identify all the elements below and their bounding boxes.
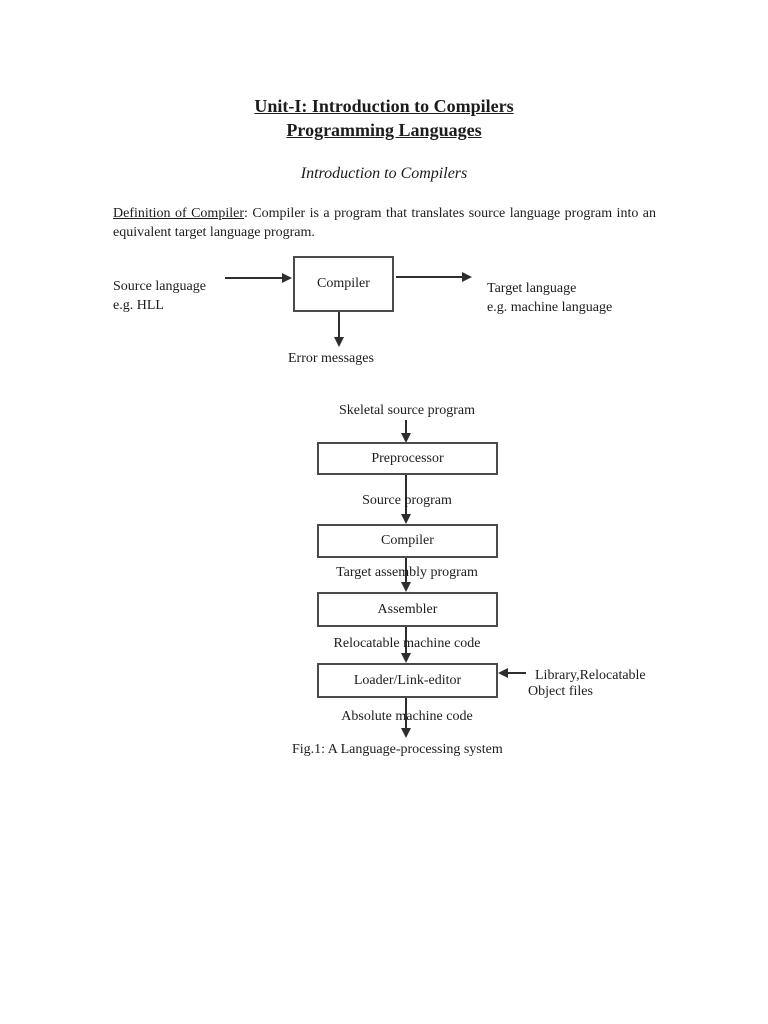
error-arrowhead-icon bbox=[334, 337, 344, 347]
definition-term: Definition of Compiler bbox=[113, 206, 244, 221]
flow-box-preprocessor: Preprocessor bbox=[317, 442, 498, 475]
source-program-label: Source program bbox=[362, 493, 452, 508]
input-arrowhead-icon bbox=[282, 273, 292, 283]
relocatable-code-label: Relocatable machine code bbox=[333, 636, 481, 651]
page-title-line2: Programming Languages bbox=[286, 120, 482, 140]
library-object-files-label: Library,Relocatable Object files bbox=[528, 668, 646, 699]
connector-line-1 bbox=[405, 420, 407, 434]
error-arrow-line bbox=[338, 312, 340, 338]
connector-arrowhead-4-icon bbox=[401, 653, 411, 663]
connector-arrowhead-5-icon bbox=[401, 728, 411, 738]
flow-box-compiler: Compiler bbox=[317, 524, 498, 558]
error-messages-label: Error messages bbox=[288, 351, 374, 366]
connector-line-2 bbox=[405, 475, 407, 515]
target-language-label: Target language e.g. machine language bbox=[487, 281, 613, 315]
connector-arrowhead-1-icon bbox=[401, 433, 411, 443]
output-arrowhead-icon bbox=[462, 272, 472, 282]
compiler-box: Compiler bbox=[293, 256, 394, 312]
absolute-code-label: Absolute machine code bbox=[341, 709, 473, 724]
skeletal-source-label: Skeletal source program bbox=[338, 403, 476, 418]
connector-line-4 bbox=[405, 627, 407, 654]
output-arrow-line bbox=[396, 276, 462, 278]
library-arrowhead-icon bbox=[498, 668, 508, 678]
definition-text: : Compiler is a program that translates … bbox=[113, 206, 656, 240]
page-title-line1: Unit-I: Introduction to Compilers bbox=[254, 96, 514, 116]
connector-line-5 bbox=[405, 698, 407, 729]
definition-paragraph: Definition of Compiler: Compiler is a pr… bbox=[113, 205, 656, 242]
input-arrow-line bbox=[225, 277, 283, 279]
section-subtitle: Introduction to Compilers bbox=[300, 165, 468, 182]
source-language-label: Source language e.g. HLL bbox=[113, 279, 206, 313]
flow-box-loader-link-editor: Loader/Link-editor bbox=[317, 663, 498, 698]
connector-arrowhead-2-icon bbox=[401, 514, 411, 524]
figure-caption: Fig.1: A Language-processing system bbox=[292, 742, 503, 757]
connector-arrowhead-3-icon bbox=[401, 582, 411, 592]
flow-box-assembler: Assembler bbox=[317, 592, 498, 627]
target-assembly-label: Target assembly program bbox=[336, 565, 478, 580]
library-arrow-line bbox=[507, 672, 526, 674]
connector-line-3 bbox=[405, 558, 407, 583]
